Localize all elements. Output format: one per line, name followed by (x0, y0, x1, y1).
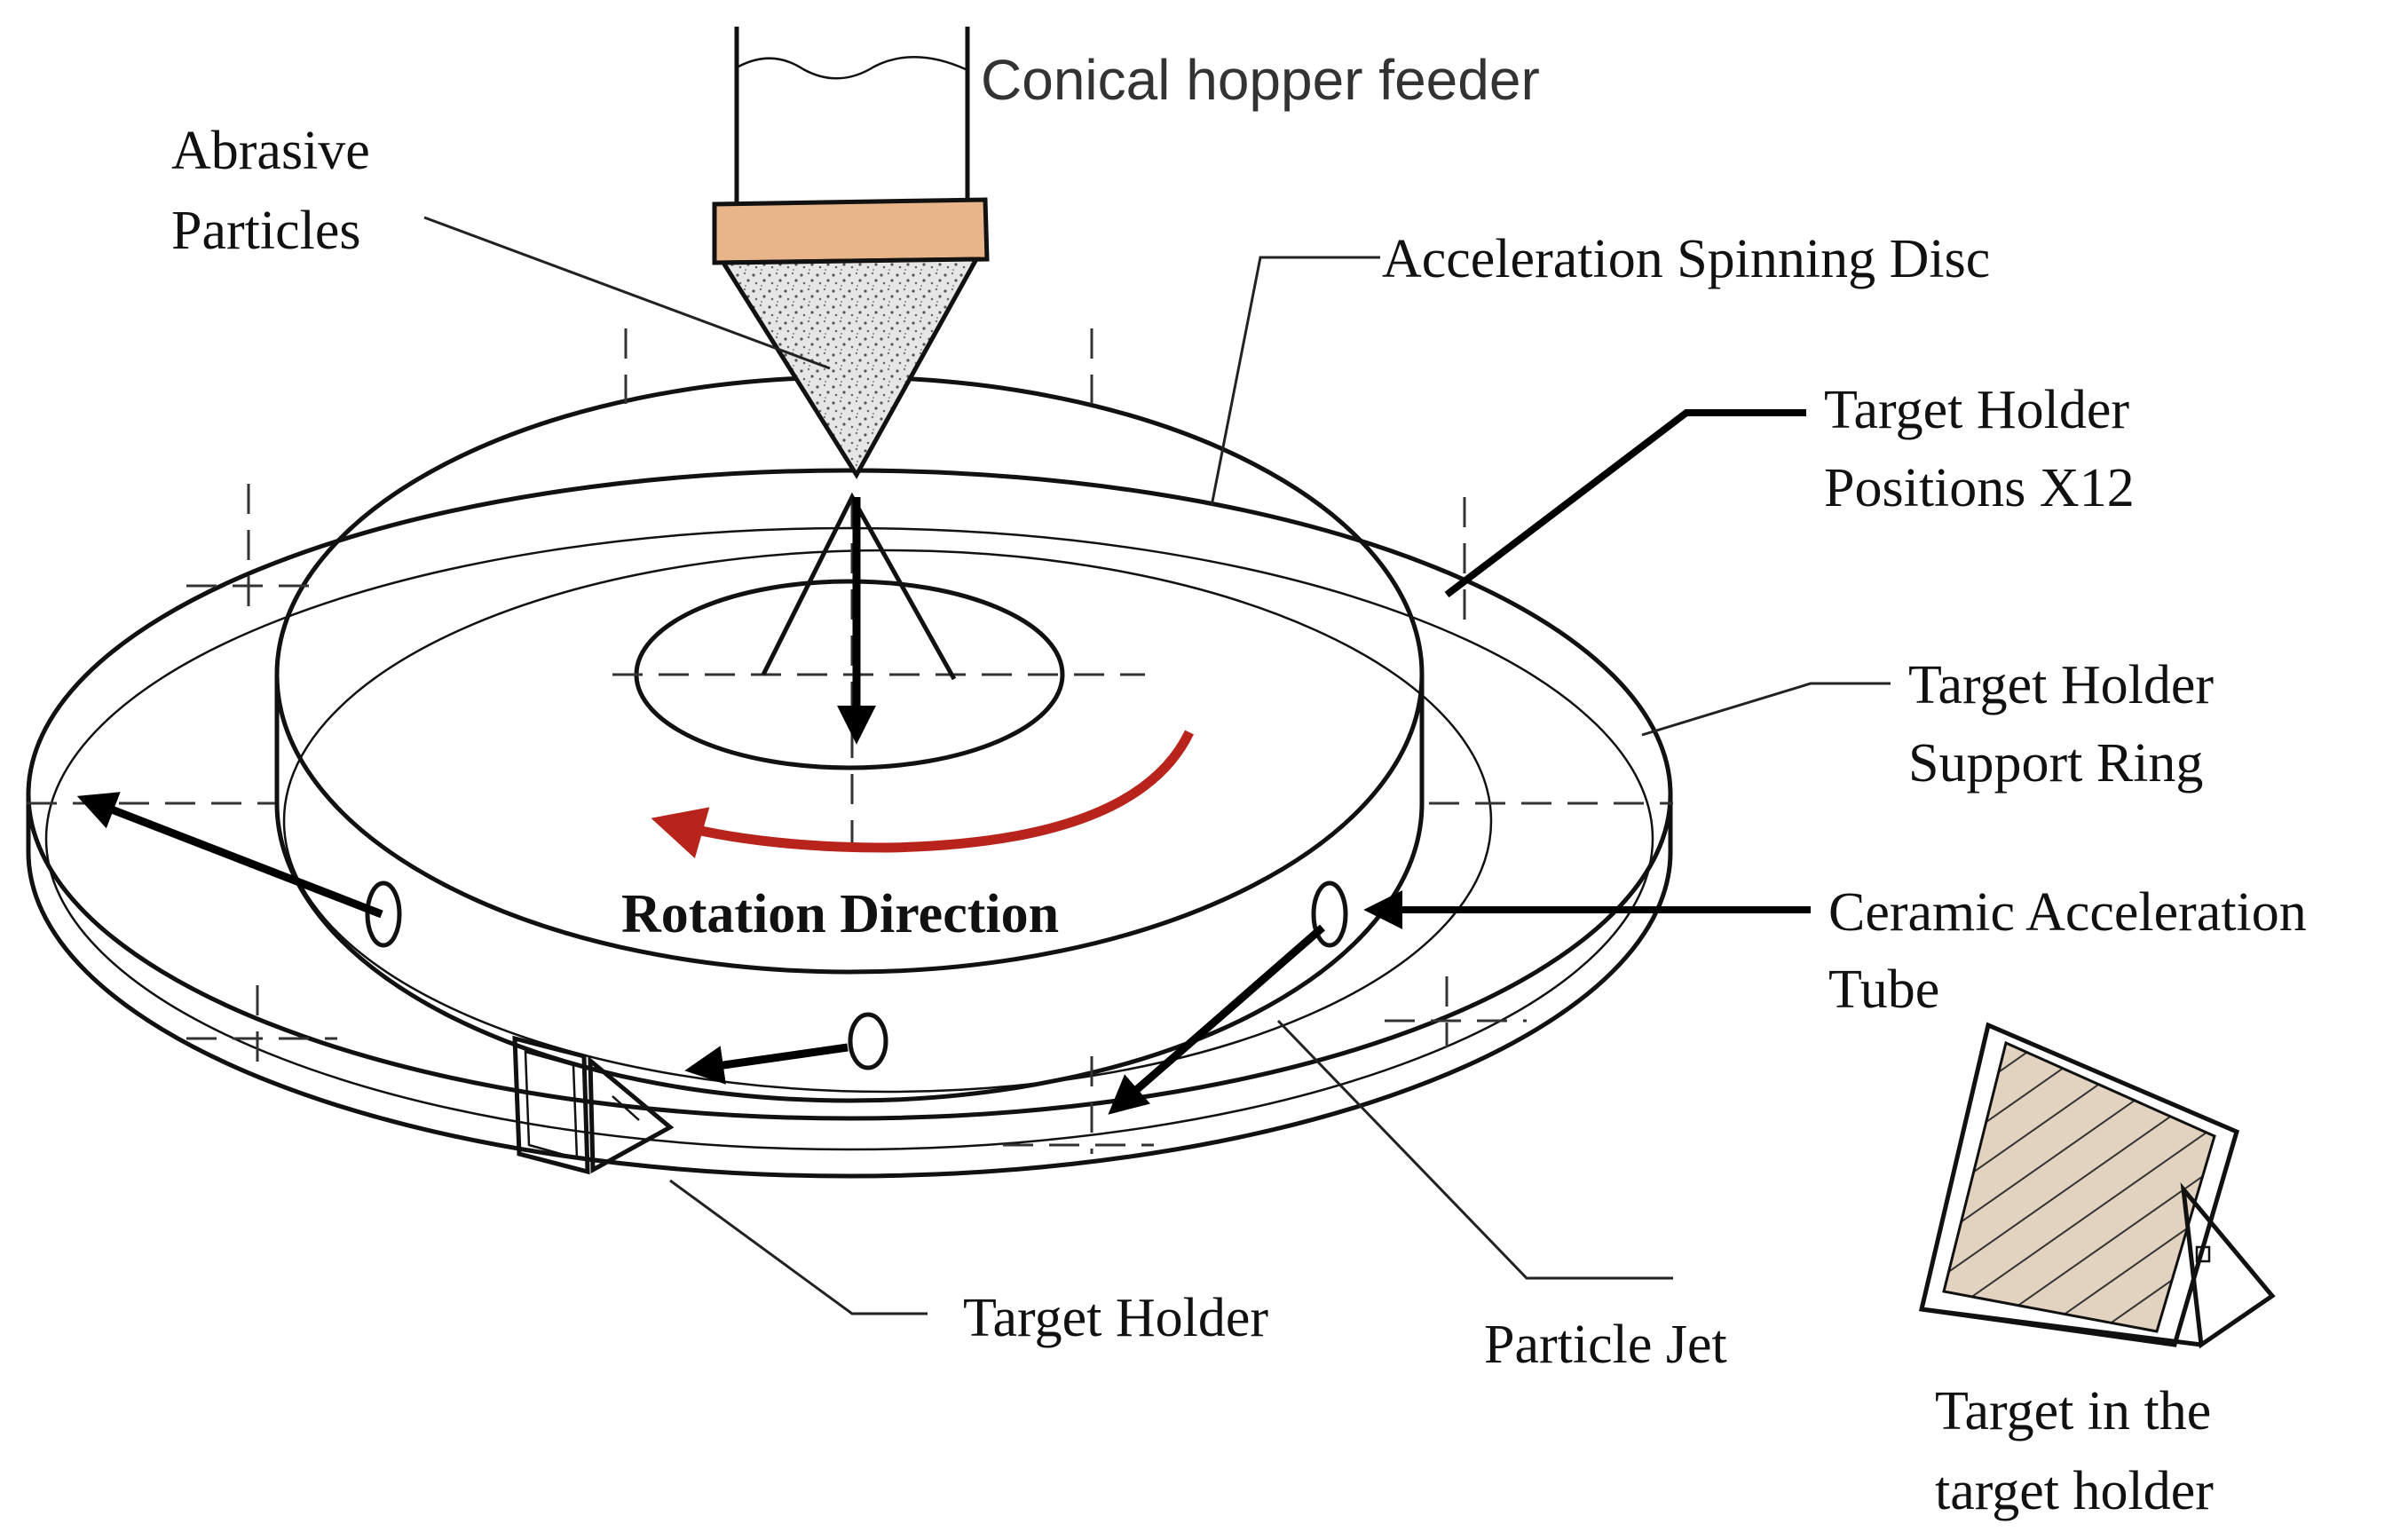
feed-cone (761, 492, 957, 681)
target-holder-label: Target Holder (963, 1288, 1268, 1348)
particle-jet-arrows (76, 792, 1325, 1115)
rotation-arrow (651, 730, 1194, 859)
target-holder (512, 1035, 675, 1175)
ring-label-line1: Target Holder (1908, 655, 2214, 715)
tube-label-line1: Ceramic Acceleration (1828, 882, 2307, 943)
target-inset-illustration (1918, 1022, 2276, 1349)
abrasive-label-line1: Abrasive (171, 121, 370, 181)
inset-label-line1: Target in the (1935, 1381, 2211, 1441)
support-ring (26, 468, 1673, 1179)
positions-label-line1: Target Holder (1824, 380, 2129, 440)
tube-label-line2: Tube (1828, 960, 1939, 1020)
particle-jet-label: Particle Jet (1484, 1315, 1727, 1375)
acceleration-tube-ports (365, 881, 1348, 1070)
disc-label: Acceleration Spinning Disc (1382, 229, 1990, 289)
positions-label-line2: Positions X12 (1824, 458, 2135, 518)
centre-lines (27, 328, 1673, 1154)
hopper-label: Conical hopper feeder (981, 48, 1540, 112)
leader-lines (423, 216, 1891, 1315)
hopper-feeder (712, 27, 990, 479)
rotation-label: Rotation Direction (621, 884, 1059, 944)
ring-label-line2: Support Ring (1908, 733, 2203, 794)
inset-label-line2: target holder (1935, 1461, 2214, 1521)
abrasive-label-line2: Particles (171, 201, 361, 261)
labels: Conical hopper feeder Abrasive Particles… (171, 48, 2307, 1521)
spinning-disc (274, 375, 1493, 1103)
